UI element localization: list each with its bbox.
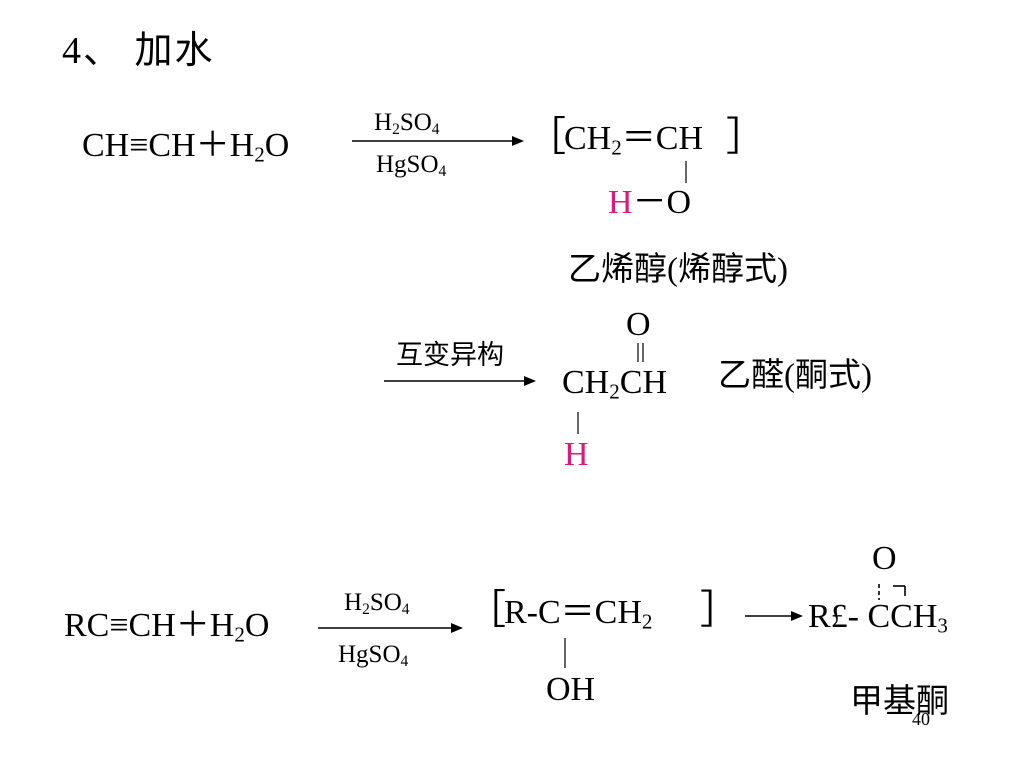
reaction1-reactants: CH≡CH＋H2O: [82, 127, 290, 167]
reaction1-reagent-top: H2SO4: [374, 109, 440, 138]
aldehyde-formula: CH2CH: [562, 364, 668, 404]
bracket-close-2: ］: [700, 587, 740, 633]
intermediate-sub: 2: [641, 609, 653, 634]
arrow-2: [384, 376, 536, 386]
bracket-close-1: ］: [726, 114, 766, 160]
aldehyde-ch2-sub: 2: [609, 379, 620, 404]
ketone-formula: R£- CCH3: [808, 598, 948, 638]
reagent-h: H: [374, 109, 393, 136]
ketone-caption: 甲基酮: [850, 684, 949, 720]
reagent-sub-2: 2: [392, 120, 400, 138]
enol-caption: 乙烯醇(烯醇式): [568, 252, 788, 288]
enol-product: CH2＝CH: [564, 120, 704, 160]
reagent2-sub-2: 2: [362, 600, 370, 618]
reaction1-reagent-bottom: HgSO4: [376, 151, 447, 180]
page-title: 4、 加水: [62, 30, 215, 72]
reactants2-subscript: 2: [234, 622, 245, 647]
reactants-subscript: 2: [254, 142, 265, 167]
carbonyl-o: O: [626, 306, 651, 343]
ketone-o: O: [872, 540, 897, 577]
reaction2-reagent-bottom: HgSO4: [338, 641, 409, 670]
reaction2-reactants: RC≡CH＋H2O: [64, 607, 270, 647]
arrow-4: [745, 611, 803, 621]
reactants2-text-end: O: [244, 607, 270, 644]
ketone-sub: 3: [937, 613, 948, 638]
aldehyde-h-highlight: H: [564, 436, 589, 473]
intermediate-enol: R-C＝CH2: [504, 594, 653, 634]
enol-ch2: CH: [564, 120, 612, 157]
reactants2-text: RC≡CH＋H: [64, 607, 235, 644]
ketone-text: R£- CCH: [808, 598, 938, 635]
intermediate-text: R-C＝CH: [504, 594, 642, 631]
intermediate-oh: OH: [546, 671, 596, 708]
tautomerism-label: 互变异构: [396, 340, 504, 370]
reactants-text-end: O: [264, 127, 290, 164]
reactants-text: CH≡CH＋H: [82, 127, 255, 164]
arrow-3: [318, 623, 463, 633]
reagent2-sub-4: 4: [401, 600, 410, 618]
bracket-open-2: ［: [466, 587, 506, 633]
reagent2-hgso-sub: 4: [400, 652, 409, 670]
aldehyde-ch: CH: [619, 364, 668, 401]
reagent2-so: SO: [369, 589, 402, 616]
reagent-so: SO: [399, 109, 432, 136]
enol-ch2-sub: 2: [611, 135, 622, 160]
reaction2-reagent-top: H2SO4: [344, 589, 410, 618]
reagent2-h: H: [344, 589, 363, 616]
page-number: 40: [912, 709, 930, 729]
reagent2-hgso: HgSO: [338, 641, 401, 668]
enol-double-ch: ＝CH: [621, 120, 704, 157]
aldehyde-caption: 乙醛(酮式): [718, 358, 872, 394]
reagent-hgso-sub: 4: [438, 162, 447, 180]
aldehyde-ch2: CH: [562, 364, 610, 401]
reagent-sub-4: 4: [431, 120, 440, 138]
bracket-open-1: ［: [526, 114, 566, 160]
enol-oh: H－O: [608, 186, 691, 220]
reagent-hgso: HgSO: [376, 151, 439, 178]
enol-o: －O: [632, 184, 692, 221]
bond-c-double-o: [637, 343, 644, 362]
enol-h-highlight: H: [608, 184, 633, 221]
